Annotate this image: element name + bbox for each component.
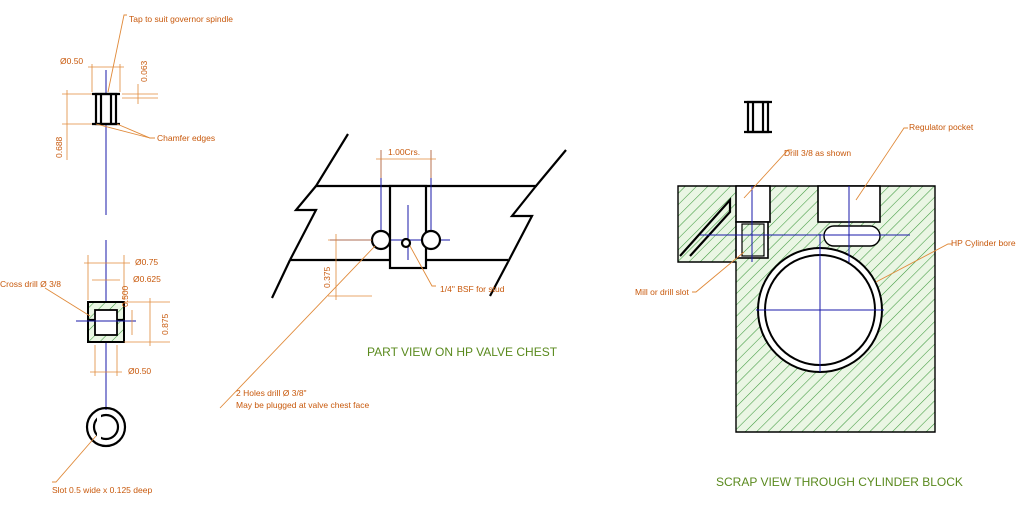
label-chamfer-edges: Chamfer edges xyxy=(157,133,215,143)
label-holes-line2: May be plugged at valve chest face xyxy=(236,400,370,410)
dim-0375: 0.375 xyxy=(322,266,332,288)
dim-top-length: 0.688 xyxy=(54,136,64,158)
dim-0875: 0.875 xyxy=(160,313,170,335)
title-valve-chest: PART VIEW ON HP VALVE CHEST xyxy=(367,345,558,359)
valve-chest-view: 1.00Crs. 0.375 1/4" BSF for stud 2 Holes… xyxy=(219,133,567,410)
dim-0500: 0.500 xyxy=(120,285,130,307)
label-cross-drill: Cross drill Ø 3/8 xyxy=(0,279,61,289)
dim-075: Ø0.75 xyxy=(135,257,158,267)
spacer-body xyxy=(94,92,118,126)
label-tap-spindle: Tap to suit governor spindle xyxy=(129,14,233,24)
dim-crs: 1.00Crs. xyxy=(388,147,420,157)
spacer-detail-top: Ø0.50 0.063 0.688 Tap to suit governor s… xyxy=(54,14,233,215)
label-mill-slot: Mill or drill slot xyxy=(635,287,689,297)
dim-bottom-dia: Ø0.50 xyxy=(128,366,151,376)
hole-right xyxy=(420,229,442,251)
spacer-small xyxy=(746,100,770,134)
label-regulator-pocket: Regulator pocket xyxy=(909,122,974,132)
title-cylinder-block: SCRAP VIEW THROUGH CYLINDER BLOCK xyxy=(716,475,963,489)
dim-top-dia: Ø0.50 xyxy=(60,56,83,66)
dim-0625: Ø0.625 xyxy=(133,274,161,284)
label-slot: Slot 0.5 wide x 0.125 deep xyxy=(52,485,152,495)
label-holes-line1: 2 Holes drill Ø 3/8" xyxy=(236,388,307,398)
stud-hole xyxy=(400,237,412,249)
label-drill-38: Drill 3/8 as shown xyxy=(784,148,851,158)
cylinder-block-view: Regulator pocket Drill 3/8 as shown HP C… xyxy=(635,100,1016,489)
label-hp-bore: HP Cylinder bore xyxy=(951,238,1016,248)
dim-top-height: 0.063 xyxy=(139,60,149,82)
bush-section: Ø0.75 Ø0.625 0.500 0.875 Ø0.50 Cross dri… xyxy=(0,240,170,410)
bush-end-view: Slot 0.5 wide x 0.125 deep xyxy=(52,406,152,495)
label-bsf-stud: 1/4" BSF for stud xyxy=(440,284,505,294)
